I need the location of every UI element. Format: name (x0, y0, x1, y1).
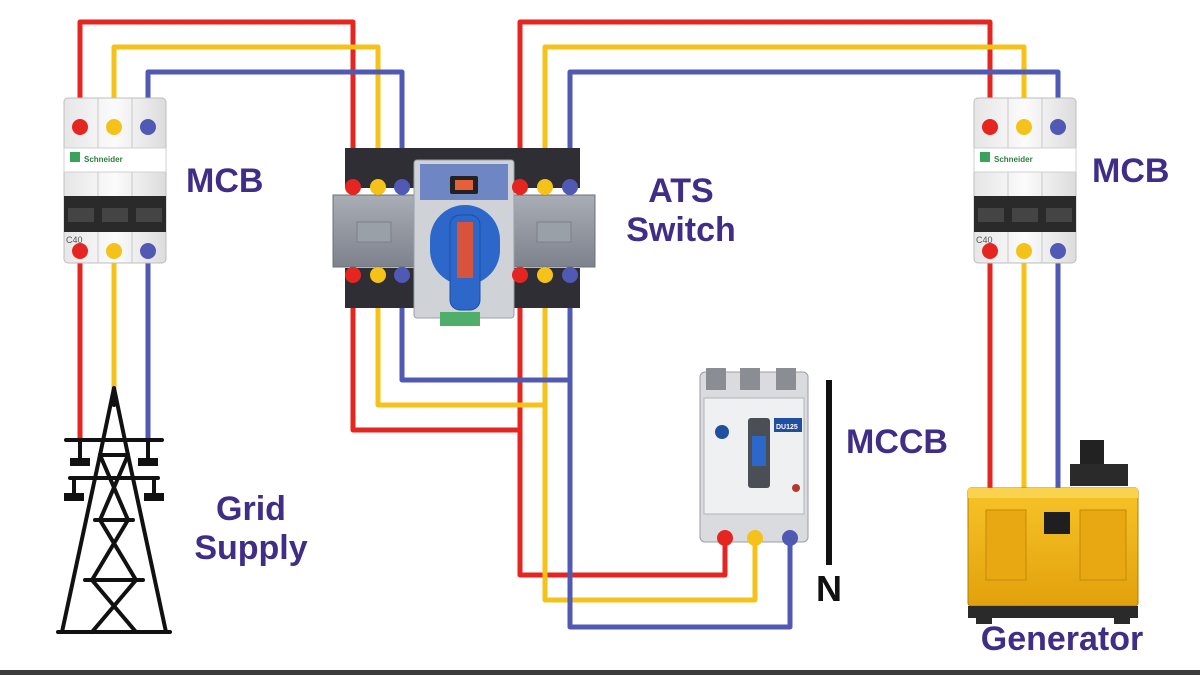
wire-blue-ats-bridge (399, 275, 573, 383)
terminal-blue (1050, 243, 1066, 259)
terminal-blue (394, 179, 410, 195)
mcb-right-brand: Schneider (994, 155, 1033, 164)
terminal-red (982, 119, 998, 135)
terminal-blue (562, 267, 578, 283)
ats-label-line1: ATS (648, 172, 714, 210)
wire-red-ats-bridge (350, 275, 523, 433)
mcb-left: Schneider C40 (63, 97, 167, 264)
mcb-left-label: MCB (186, 162, 264, 200)
generator-label: Generator (980, 620, 1144, 658)
wire-red-ats-to-mccb (517, 430, 728, 578)
transmission-tower-icon (56, 386, 172, 634)
terminal-blue (562, 179, 578, 195)
neutral-bar (826, 380, 832, 565)
ats-switch (332, 148, 596, 326)
terminal-yellow (370, 267, 386, 283)
terminal-red (512, 179, 528, 195)
grid-supply-label: Grid Supply (194, 490, 307, 568)
terminal-red (717, 530, 733, 546)
grid-label-line1: Grid (216, 490, 286, 528)
wire-red-grid-to-ats (77, 19, 356, 185)
terminal-red (982, 243, 998, 259)
terminal-red (345, 179, 361, 195)
neutral-label: N (816, 568, 842, 609)
wire-yellow-ats-bridge (375, 275, 548, 408)
terminal-yellow (370, 179, 386, 195)
terminal-yellow (747, 530, 763, 546)
mccb-label: MCCB (846, 423, 948, 461)
terminal-blue (394, 267, 410, 283)
mcb-right-label: MCB (1092, 152, 1170, 190)
grid-label-line2: Supply (194, 529, 308, 568)
mcb-left-brand: Schneider (84, 155, 123, 164)
terminal-blue (140, 243, 156, 259)
ats-switch-label: ATS Switch (626, 172, 736, 250)
mccb-model-label: DU125 (776, 424, 798, 431)
generator-icon (967, 440, 1139, 624)
mccb: DU125 (699, 368, 809, 546)
wire-blue-ats-to-mccb (567, 380, 793, 630)
mcb-right-rating: C40 (976, 235, 993, 245)
terminal-red (72, 243, 88, 259)
terminal-yellow (537, 267, 553, 283)
terminal-blue (1050, 119, 1066, 135)
terminal-red (72, 119, 88, 135)
bottom-border (0, 670, 1200, 675)
terminal-red (345, 267, 361, 283)
ats-label-line2: Switch (626, 211, 736, 250)
wire-yellow-gen-to-ats (542, 44, 1027, 185)
terminal-yellow (106, 119, 122, 135)
mcb-left-rating: C40 (66, 235, 83, 245)
terminal-yellow (537, 179, 553, 195)
terminal-yellow (106, 243, 122, 259)
terminal-blue (140, 119, 156, 135)
terminal-yellow (1016, 243, 1032, 259)
terminal-red (512, 267, 528, 283)
terminal-blue (782, 530, 798, 546)
terminal-yellow (1016, 119, 1032, 135)
wire-yellow-ats-to-mccb (542, 405, 758, 603)
wire-yellow-grid-to-ats (111, 44, 381, 185)
mcb-right: Schneider C40 (973, 97, 1077, 264)
